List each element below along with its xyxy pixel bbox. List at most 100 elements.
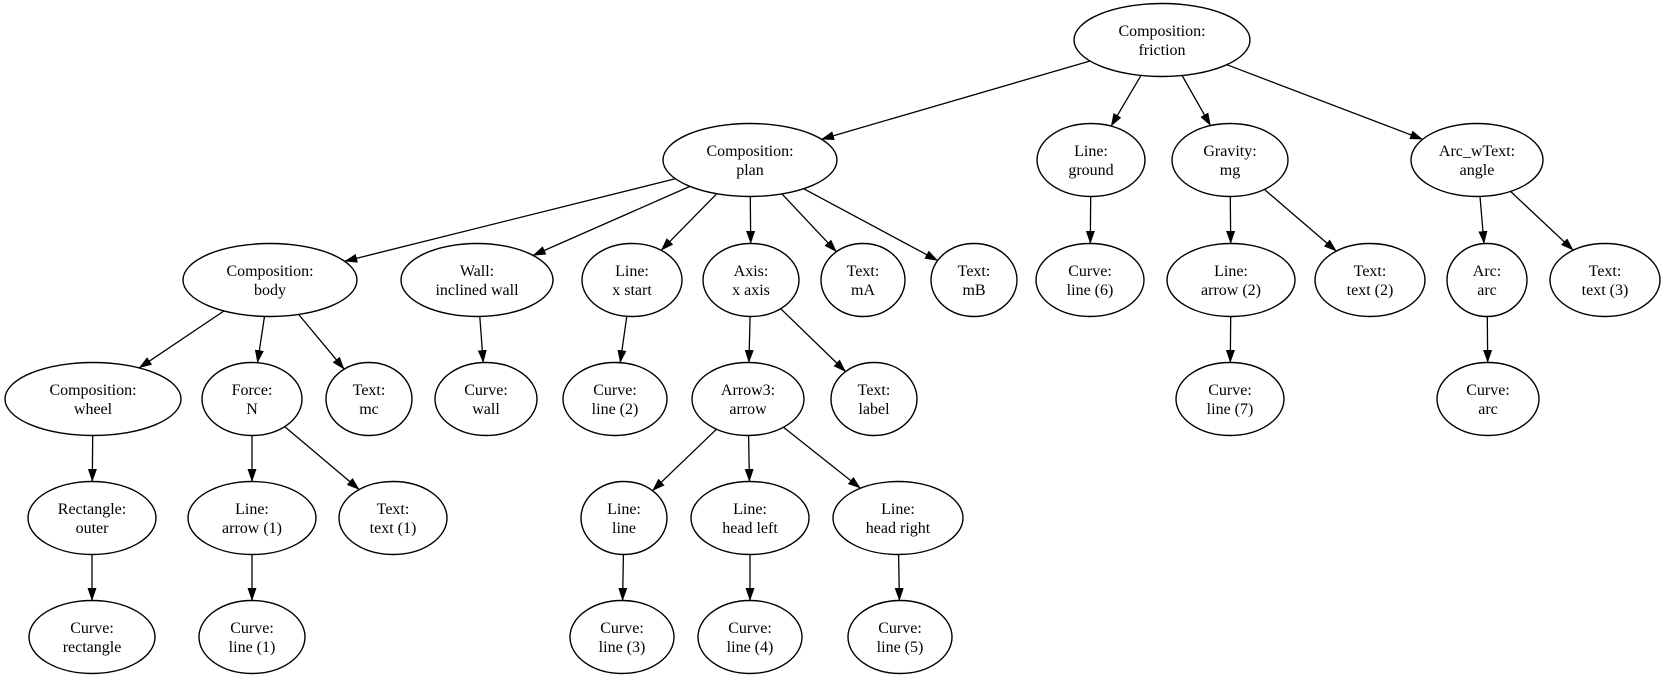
graph-edge-xstart-line2c [617,316,628,364]
node-ellipse-lineline [580,480,668,556]
node-ellipse-headright [832,480,964,556]
node-label-line3c: Curve:line (3) [599,620,646,656]
node-label-mB: Text:mB [958,263,991,299]
node-label-text1: Text:text (1) [370,501,417,537]
graph-edge-arrow3-lineline [652,428,717,492]
node-ellipse-xstart [581,242,683,318]
graph-edge-friction-angle [1226,64,1424,140]
node-label-wall: Wall:inclined wall [435,263,519,299]
graph-node-text2: Text:text (2) [1314,242,1426,318]
node-ellipse-plan [662,122,838,198]
graph-node-arcc: Curve:arc [1436,361,1540,437]
node-ellipse-arrow2 [1166,242,1296,318]
graph-node-gravity: Gravity:mg [1171,122,1289,198]
graph-edge-lineline-line3c [618,554,628,601]
graph-node-line7: Curve:line (7) [1175,361,1285,437]
graph-edge-plan-body [344,178,676,263]
node-ellipse-wall [400,242,554,318]
node-ellipse-wheel [4,361,182,437]
node-label-headright: Line:head right [866,501,931,537]
graph-node-rectc: Curve:rectangle [28,599,156,675]
node-label-arrow2: Line:arrow (2) [1201,263,1261,299]
node-label-rectc: Curve:rectangle [63,620,122,656]
node-ellipse-mc [325,361,413,437]
node-ellipse-outer [27,480,157,556]
graph-edge-friction-gravity [1181,75,1212,127]
node-ellipse-gravity [1171,122,1289,198]
graph-node-line6: Curve:line (6) [1035,242,1145,318]
node-ellipse-arrow1 [187,480,317,556]
graph-node-line1c: Curve:line (1) [198,599,306,675]
node-label-gravity: Gravity:mg [1203,143,1256,179]
edges-layer [87,60,1574,601]
node-ellipse-line6 [1035,242,1145,318]
graph-node-wheel: Composition:wheel [4,361,182,437]
node-label-arrow1: Line:arrow (1) [222,501,282,537]
graph-node-label: Text:label [830,361,918,437]
node-ellipse-mA [820,242,906,318]
node-ellipse-arrow3 [691,361,805,437]
node-label-line7: Curve:line (7) [1207,382,1254,418]
node-label-forceN: Force:N [232,382,273,418]
node-label-line6: Curve:line (6) [1067,263,1114,299]
graph-edge-arrow3-headright [783,426,861,489]
graph-node-ground: Line:ground [1036,122,1146,198]
graph-node-headleft: Line:head left [690,480,810,556]
graph-node-text1: Text:text (1) [338,480,448,556]
graph-node-body: Composition:body [182,242,358,318]
node-label-mc: Text:mc [353,382,386,418]
graph-node-arc: Arc:arc [1446,242,1528,318]
node-label-headleft: Line:head left [722,501,778,537]
graph-node-friction: Composition:friction [1073,2,1251,78]
graph-node-arrow2: Line:arrow (2) [1166,242,1296,318]
graph-edge-forceN-text1 [284,426,360,490]
graph-edge-plan-wall [532,185,691,256]
node-label-wallc: Curve:wall [464,382,508,418]
graph-edge-angle-arc [1478,196,1488,245]
graph-edge-headright-line5c [894,554,904,601]
node-label-arcc: Curve:arc [1466,382,1510,418]
node-label-ground: Line:ground [1068,143,1113,179]
node-ellipse-line3c [569,599,675,675]
graph-edge-axis-arrow3 [744,316,754,363]
node-label-line5c: Curve:line (5) [877,620,924,656]
node-label-wheel: Composition:wheel [49,382,136,418]
node-label-lineline: Line:line [607,501,641,537]
graph-edge-body-wheel [138,310,225,369]
node-label-line4c: Curve:line (4) [727,620,774,656]
node-ellipse-text2 [1314,242,1426,318]
graph-node-outer: Rectangle:outer [27,480,157,556]
node-ellipse-headleft [690,480,810,556]
graph-node-forceN: Force:N [201,361,303,437]
graph-edge-arrow3-headleft [744,435,754,482]
node-ellipse-arc [1446,242,1528,318]
node-ellipse-mB [930,242,1018,318]
graph-node-arrow3: Arrow3:arrow [691,361,805,437]
node-ellipse-angle [1410,122,1544,198]
node-ellipse-line5c [847,599,953,675]
node-label-line1c: Curve:line (1) [229,620,276,656]
node-ellipse-line2c [562,361,668,437]
node-ellipse-line4c [697,599,803,675]
node-ellipse-line7 [1175,361,1285,437]
graph-edge-axis-label [780,308,847,373]
graph-edge-gravity-text2 [1263,188,1337,252]
node-label-plan: Composition:plan [706,143,793,179]
node-ellipse-label [830,361,918,437]
node-label-outer: Rectangle:outer [58,501,126,537]
graph-node-wall: Wall:inclined wall [400,242,554,318]
graph-edge-plan-mB [803,188,939,262]
node-ellipse-friction [1073,2,1251,78]
graph-edge-wall-wallc [477,316,487,364]
node-label-line2c: Curve:line (2) [592,382,639,418]
graph-node-xstart: Line:x start [581,242,683,318]
node-label-text2: Text:text (2) [1347,263,1394,299]
node-label-label: Text:label [858,382,891,418]
graph-node-mB: Text:mB [930,242,1018,318]
graph-edge-friction-plan [821,60,1091,141]
graph-node-wallc: Curve:wall [434,361,538,437]
graph-node-angle: Arc_wText:angle [1410,122,1544,198]
graph-node-lineline: Line:line [580,480,668,556]
graph-edge-friction-ground [1110,75,1142,127]
